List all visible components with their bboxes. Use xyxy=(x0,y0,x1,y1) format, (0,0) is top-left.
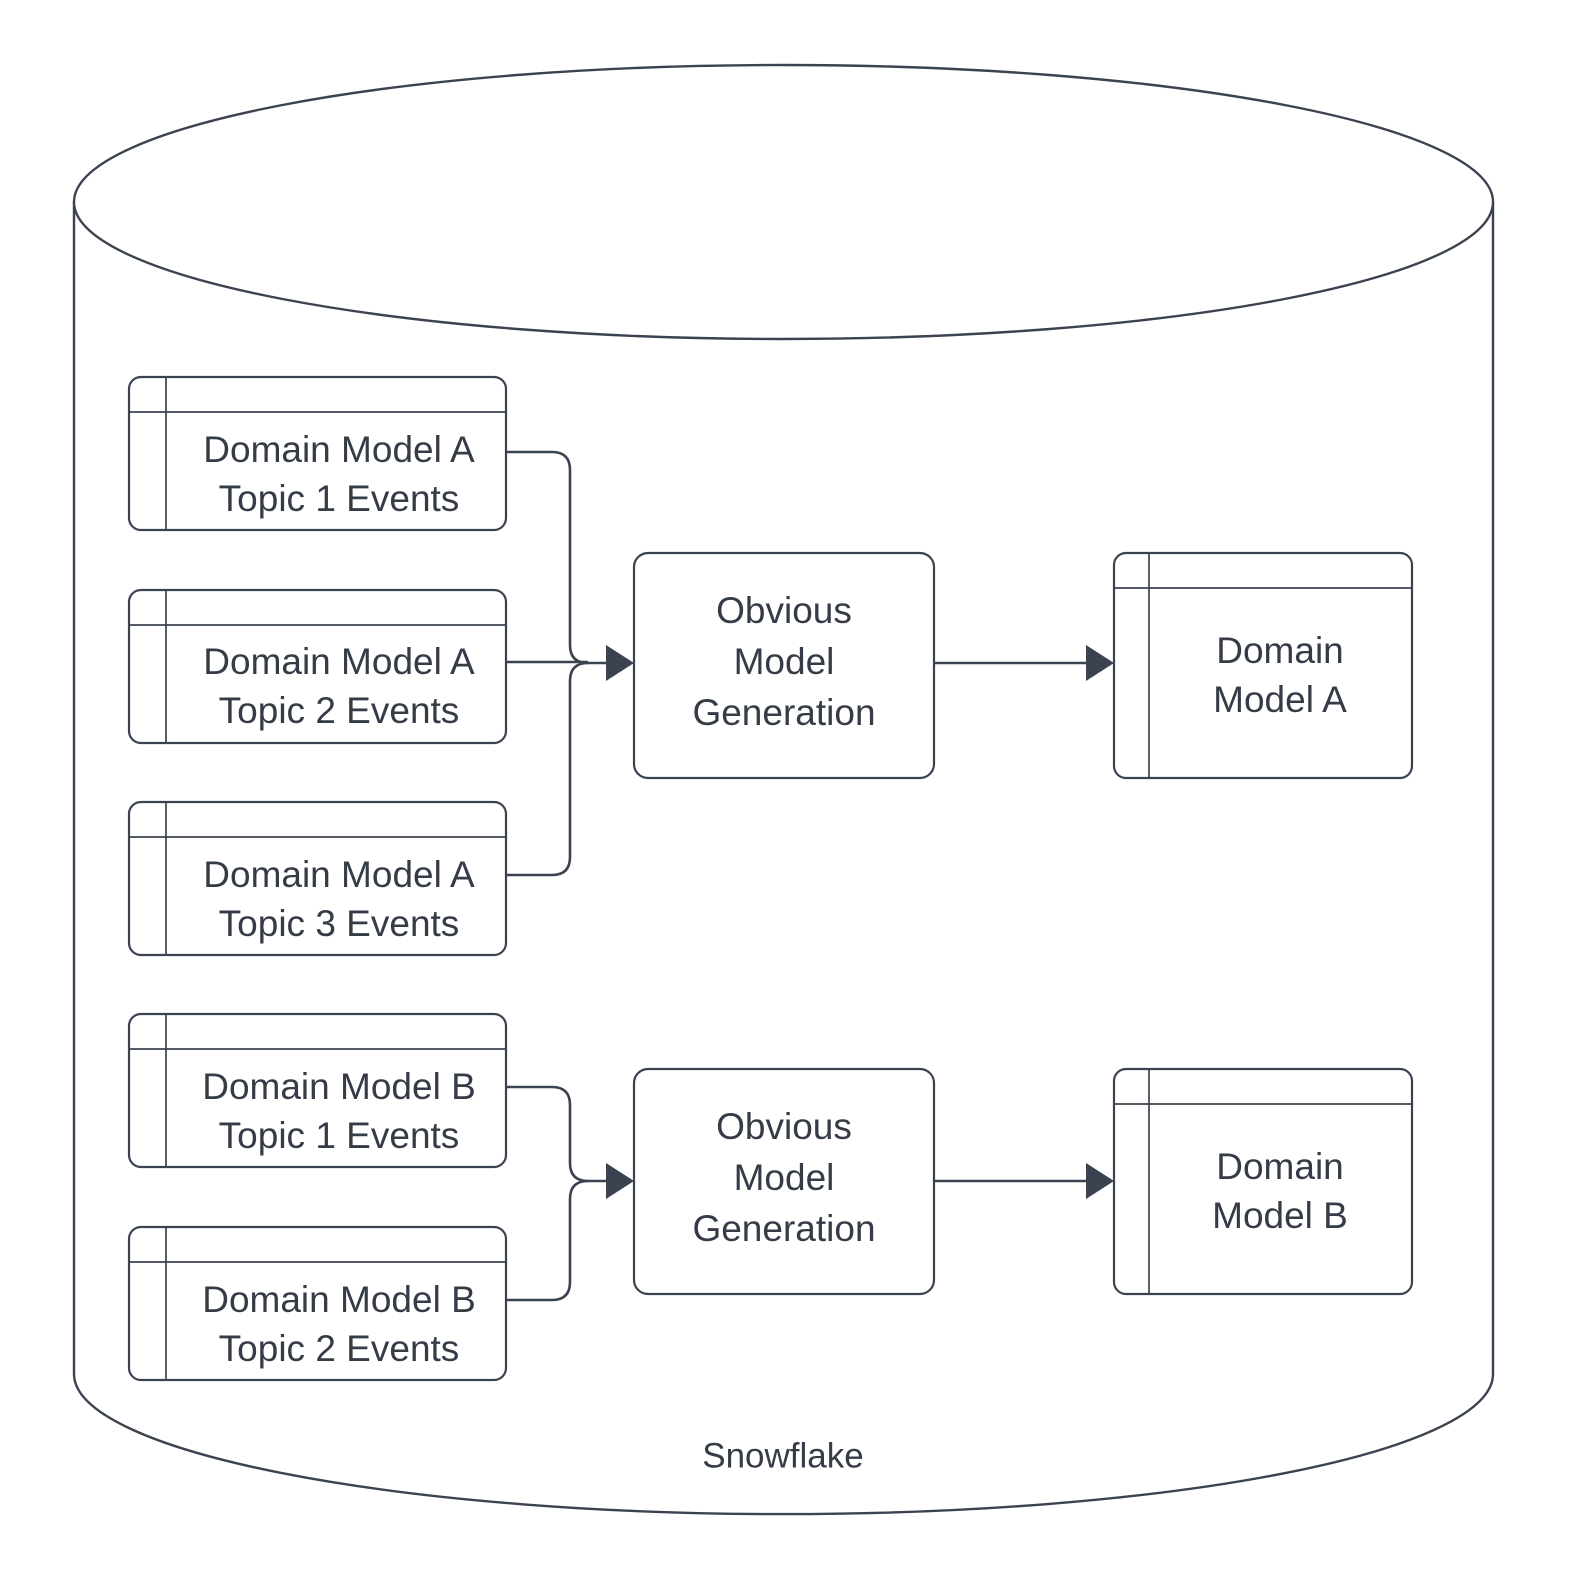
connector-a-topic3 xyxy=(506,661,589,877)
process-label-line3: Generation xyxy=(692,1208,875,1249)
process-obvious-model-generation-a[interactable]: Obvious Model Generation xyxy=(632,551,936,780)
source-table-a-topic-2[interactable]: Domain Model A Topic 2 Events xyxy=(127,588,508,745)
connector-group-a xyxy=(506,450,1114,877)
container-label: Snowflake xyxy=(702,1436,863,1475)
source-table-a-topic-3[interactable]: Domain Model A Topic 3 Events xyxy=(127,800,508,957)
process-outline xyxy=(632,1067,936,1296)
source-table-a-topic-1[interactable]: Domain Model A Topic 1 Events xyxy=(127,375,508,532)
arrowhead-b-into-output xyxy=(1086,1163,1114,1199)
table-outline xyxy=(127,1012,508,1169)
table-label-line1: Domain Model A xyxy=(203,641,475,682)
cylinder-top-ellipse xyxy=(72,63,1495,341)
source-table-b-topic-1[interactable]: Domain Model B Topic 1 Events xyxy=(127,1012,508,1169)
arrowhead-b-into-process xyxy=(606,1163,634,1199)
process-label-line2: Model xyxy=(734,1157,835,1198)
process-outline xyxy=(632,551,936,780)
output-table-domain-model-a[interactable]: Domain Model A xyxy=(1112,551,1414,780)
table-label-line1: Domain Model A xyxy=(203,854,475,895)
output-label-line1: Domain xyxy=(1216,630,1344,671)
table-label-line2: Topic 3 Events xyxy=(219,903,460,944)
table-outline xyxy=(127,588,508,745)
table-outline xyxy=(127,375,508,532)
connector-group-b xyxy=(506,1085,1114,1302)
connector-b-topic1 xyxy=(506,1085,589,1183)
connector-b-topic2 xyxy=(506,1179,589,1302)
process-label-line1: Obvious xyxy=(716,590,852,631)
output-table-domain-model-b[interactable]: Domain Model B xyxy=(1112,1067,1414,1296)
cylinder-bottom-arc xyxy=(72,1372,1495,1516)
table-outline xyxy=(127,1225,508,1382)
output-label-line2: Model B xyxy=(1212,1195,1348,1236)
table-label-line1: Domain Model B xyxy=(202,1066,476,1107)
arrowhead-a-into-process xyxy=(606,645,634,681)
arrowhead-a-into-output xyxy=(1086,645,1114,681)
table-label-line2: Topic 1 Events xyxy=(219,478,460,519)
source-table-b-topic-2[interactable]: Domain Model B Topic 2 Events xyxy=(127,1225,508,1382)
table-label-line2: Topic 2 Events xyxy=(219,690,460,731)
table-label-line1: Domain Model B xyxy=(202,1279,476,1320)
process-label-line2: Model xyxy=(734,641,835,682)
table-label-line1: Domain Model A xyxy=(203,429,475,470)
output-label-line1: Domain xyxy=(1216,1146,1344,1187)
process-label-line3: Generation xyxy=(692,692,875,733)
table-outline xyxy=(127,800,508,957)
process-obvious-model-generation-b[interactable]: Obvious Model Generation xyxy=(632,1067,936,1296)
table-label-line2: Topic 2 Events xyxy=(219,1328,460,1369)
cylinder-top-fill xyxy=(74,65,1493,339)
table-outline xyxy=(1112,1067,1414,1296)
table-outline xyxy=(1112,551,1414,780)
output-label-line2: Model A xyxy=(1213,679,1347,720)
table-label-line2: Topic 1 Events xyxy=(219,1115,460,1156)
process-label-line1: Obvious xyxy=(716,1106,852,1147)
